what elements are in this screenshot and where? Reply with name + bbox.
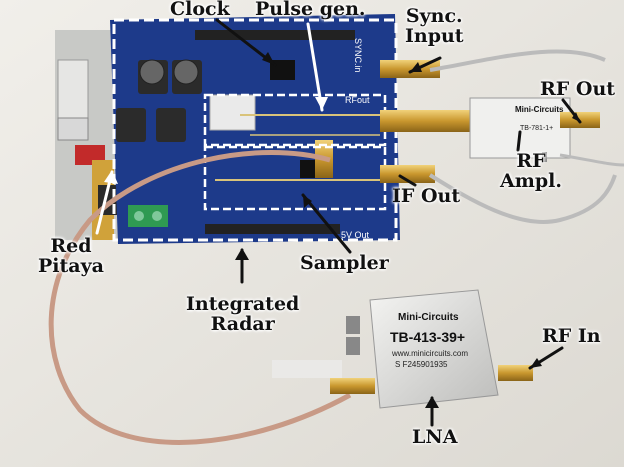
cables bbox=[48, 49, 624, 445]
label-rf-ampl-line1: RF bbox=[516, 150, 546, 172]
label-rf-in: RF In bbox=[542, 325, 601, 347]
arrow-sampler bbox=[301, 193, 352, 254]
arrowhead-clock bbox=[262, 52, 275, 65]
amp-model: TB-781-1+ bbox=[520, 125, 553, 132]
arrowhead-integrated-radar bbox=[235, 248, 249, 260]
arrowhead-rf-out bbox=[572, 112, 580, 122]
lna-model: TB-413-39+ bbox=[390, 329, 465, 345]
arrow-if-out bbox=[398, 174, 417, 187]
lna-serial: S F245901935 bbox=[395, 360, 448, 369]
arrow-rf-ampl bbox=[516, 130, 522, 152]
label-red-pitaya-line1: Red bbox=[50, 235, 92, 257]
label-if-out: IF Out bbox=[392, 185, 461, 207]
arrowhead-pulse-gen bbox=[315, 97, 328, 110]
label-sync-input-line2: Input bbox=[405, 25, 464, 47]
label-sampler: Sampler bbox=[300, 252, 389, 274]
label-clock: Clock bbox=[170, 0, 230, 20]
arrowhead-lna bbox=[425, 396, 439, 408]
label-red-pitaya-line2: Pitaya bbox=[38, 255, 104, 277]
amp-brand: Mini-Circuits bbox=[515, 105, 564, 114]
label-sync-input-line1: Sync. bbox=[405, 5, 463, 27]
arrowhead-rf-in bbox=[530, 358, 542, 368]
label-rf-out: RF Out bbox=[540, 78, 616, 100]
arrowhead-red-pitaya bbox=[104, 170, 118, 184]
label-integrated-radar-line2: Radar bbox=[210, 313, 275, 335]
pcb-text-rf-out: RFout bbox=[345, 95, 370, 105]
label-red-pitaya: Red Pitaya bbox=[38, 236, 104, 276]
rf-amplifier-board bbox=[469, 97, 600, 162]
label-sync-input: Sync. Input bbox=[405, 6, 464, 46]
arrow-heads bbox=[235, 52, 580, 408]
pcb-text-5v-out: 5V Out bbox=[341, 230, 370, 240]
label-integrated-radar-line1: Integrated bbox=[186, 293, 300, 315]
label-integrated-radar: Integrated Radar bbox=[186, 294, 299, 334]
arrowhead-sync-input bbox=[410, 62, 422, 72]
lna-url: www.minicircuits.com bbox=[391, 349, 468, 358]
label-pulse-gen: Pulse gen. bbox=[255, 0, 366, 20]
lna-brand: Mini-Circuits bbox=[398, 312, 459, 323]
pcb-text-sync-in: SYNC.in bbox=[353, 38, 363, 73]
label-rf-ampl-line2: Ampl. bbox=[500, 170, 562, 192]
arrowhead-sampler bbox=[303, 195, 312, 208]
lna-module bbox=[272, 289, 533, 409]
label-rf-ampl: RF Ampl. bbox=[500, 151, 562, 191]
radar-pcb bbox=[110, 14, 400, 244]
label-lna: LNA bbox=[412, 426, 458, 448]
arrow-pulse-gen bbox=[306, 22, 324, 112]
